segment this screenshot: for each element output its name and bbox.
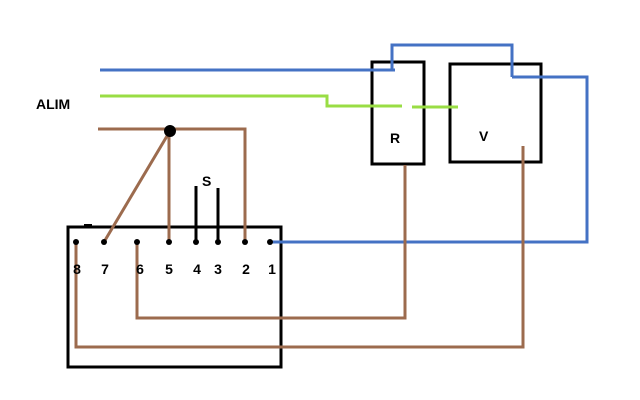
green-wire-alim bbox=[100, 94, 402, 108]
junction-dot bbox=[164, 125, 176, 137]
pin-label-3: 3 bbox=[214, 261, 222, 277]
brown-wires bbox=[74, 127, 525, 349]
pin-label-4: 4 bbox=[193, 261, 201, 277]
pin-label-7: 7 bbox=[101, 261, 109, 277]
pin-label-5: 5 bbox=[165, 261, 173, 277]
blue-wire-relay-to-v bbox=[390, 43, 514, 77]
blue-wire-v-to-pin1 bbox=[270, 75, 589, 244]
device-v-label: V bbox=[479, 128, 489, 144]
brown-wire-pin8-to-v bbox=[74, 146, 525, 349]
blue-wires bbox=[100, 43, 589, 244]
pin-dot-2 bbox=[242, 239, 248, 245]
pin-dot-1 bbox=[267, 239, 273, 245]
alim-label: ALIM bbox=[36, 96, 70, 112]
brown-wire-pin6-to-relay bbox=[135, 165, 407, 320]
pin-dot-8 bbox=[73, 239, 79, 245]
pin-labels: 8 7 6 5 4 3 2 1 bbox=[73, 261, 276, 277]
relay-label: R bbox=[390, 130, 400, 146]
pin-dot-7 bbox=[101, 239, 107, 245]
brown-wire-junction-to-pin7 bbox=[102, 130, 172, 243]
terminal-block-box bbox=[66, 225, 283, 369]
green-wires bbox=[100, 94, 458, 109]
pin-dot-4 bbox=[193, 239, 199, 245]
pin-label-1: 1 bbox=[268, 261, 276, 277]
pin-label-6: 6 bbox=[136, 261, 144, 277]
device-v-box bbox=[448, 62, 543, 164]
pin-dot-6 bbox=[134, 239, 140, 245]
brown-wire-alim bbox=[98, 127, 247, 242]
pin-label-8: 8 bbox=[73, 261, 81, 277]
pin-label-2: 2 bbox=[242, 261, 250, 277]
pin-dot-3 bbox=[215, 239, 221, 245]
pin-dot-5 bbox=[166, 239, 172, 245]
relay-box bbox=[370, 60, 426, 166]
terminal-pins bbox=[73, 239, 273, 245]
switch-wires bbox=[194, 186, 220, 242]
switch-label: S bbox=[202, 173, 211, 189]
